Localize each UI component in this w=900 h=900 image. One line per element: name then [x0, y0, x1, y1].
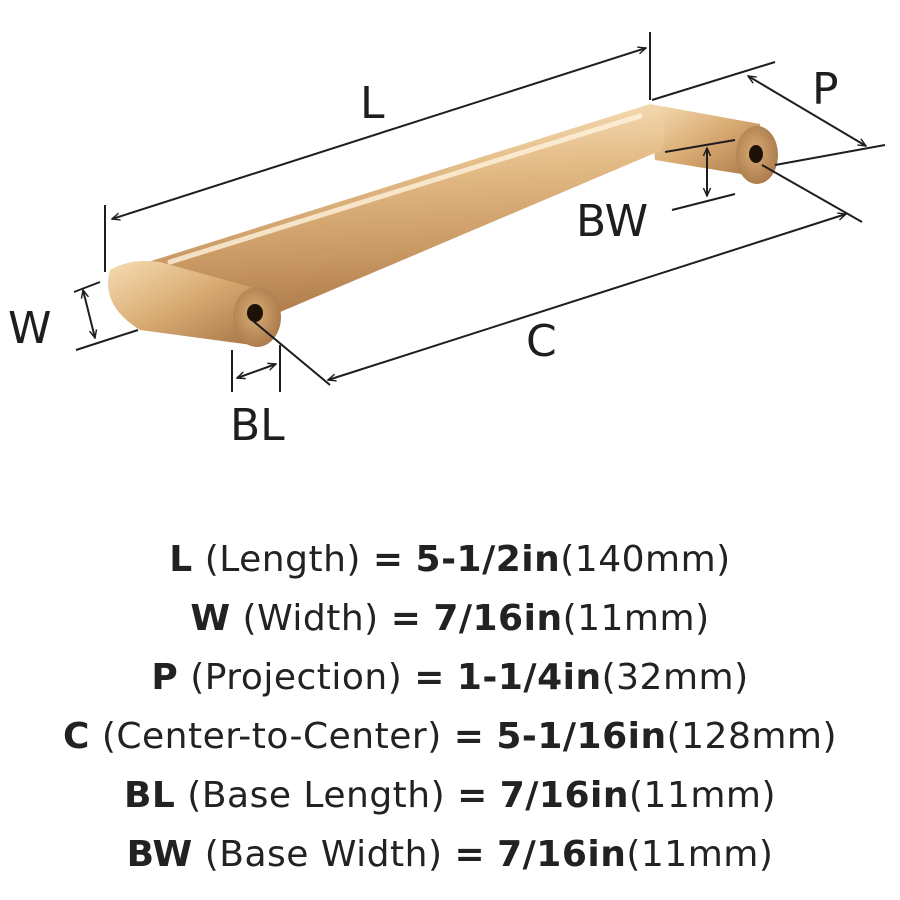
specification-list: L (Length) = 5-1/2in(140mm)W (Width) = 7…: [0, 530, 900, 884]
spec-inch-value: 7/16in: [499, 775, 629, 816]
spec-mm-value: (32mm): [601, 657, 749, 698]
left-post: [108, 261, 262, 345]
right-screw-hole: [749, 145, 763, 163]
label-c: C: [526, 316, 557, 367]
spec-mm-value: (128mm): [666, 716, 838, 757]
spec-name: (Base Length): [187, 775, 446, 816]
spec-mm-value: (11mm): [562, 598, 710, 639]
spec-name: (Length): [204, 539, 361, 580]
spec-row-bw: BW (Base Width) = 7/16in(11mm): [0, 825, 900, 884]
spec-inch-value: 5-1/16in: [496, 716, 667, 757]
spec-name: (Base Width): [204, 834, 443, 875]
spec-row-l: L (Length) = 5-1/2in(140mm): [0, 530, 900, 589]
right-post: [650, 104, 765, 178]
spec-row-c: C (Center-to-Center) = 5-1/16in(128mm): [0, 707, 900, 766]
spec-name: (Projection): [190, 657, 403, 698]
dimension-lines: [73, 32, 886, 392]
spec-equals: =: [390, 598, 422, 639]
spec-code: W: [190, 598, 231, 639]
spec-equals: =: [372, 539, 404, 580]
spec-code: BW: [126, 834, 193, 875]
label-bw: BW: [576, 196, 648, 247]
label-p: P: [812, 64, 839, 115]
spec-inch-value: 5-1/2in: [415, 539, 561, 580]
spec-mm-value: (11mm): [626, 834, 774, 875]
spec-row-p: P (Projection) = 1-1/4in(32mm): [0, 648, 900, 707]
spec-row-w: W (Width) = 7/16in(11mm): [0, 589, 900, 648]
handle-dimension-diagram: L P BW W C BL: [8, 32, 886, 451]
spec-equals: =: [453, 716, 485, 757]
spec-mm-value: (140mm): [560, 539, 731, 580]
spec-name: (Width): [242, 598, 379, 639]
spec-code: BL: [123, 775, 176, 816]
label-l: L: [360, 78, 385, 129]
spec-code: C: [62, 716, 90, 757]
label-bl: BL: [230, 400, 285, 451]
spec-inch-value: 7/16in: [433, 598, 563, 639]
handle-illustration: [108, 104, 778, 347]
label-w: W: [8, 303, 52, 354]
spec-row-bl: BL (Base Length) = 7/16in(11mm): [0, 766, 900, 825]
left-screw-hole: [247, 304, 263, 322]
spec-inch-value: 7/16in: [497, 834, 627, 875]
spec-code: P: [151, 657, 179, 698]
spec-mm-value: (11mm): [629, 775, 777, 816]
spec-code: L: [169, 539, 193, 580]
spec-equals: =: [414, 657, 445, 698]
spec-inch-value: 1-1/4in: [456, 657, 602, 698]
spec-equals: =: [454, 834, 486, 875]
spec-equals: =: [457, 775, 488, 816]
spec-name: (Center-to-Center): [101, 716, 442, 757]
